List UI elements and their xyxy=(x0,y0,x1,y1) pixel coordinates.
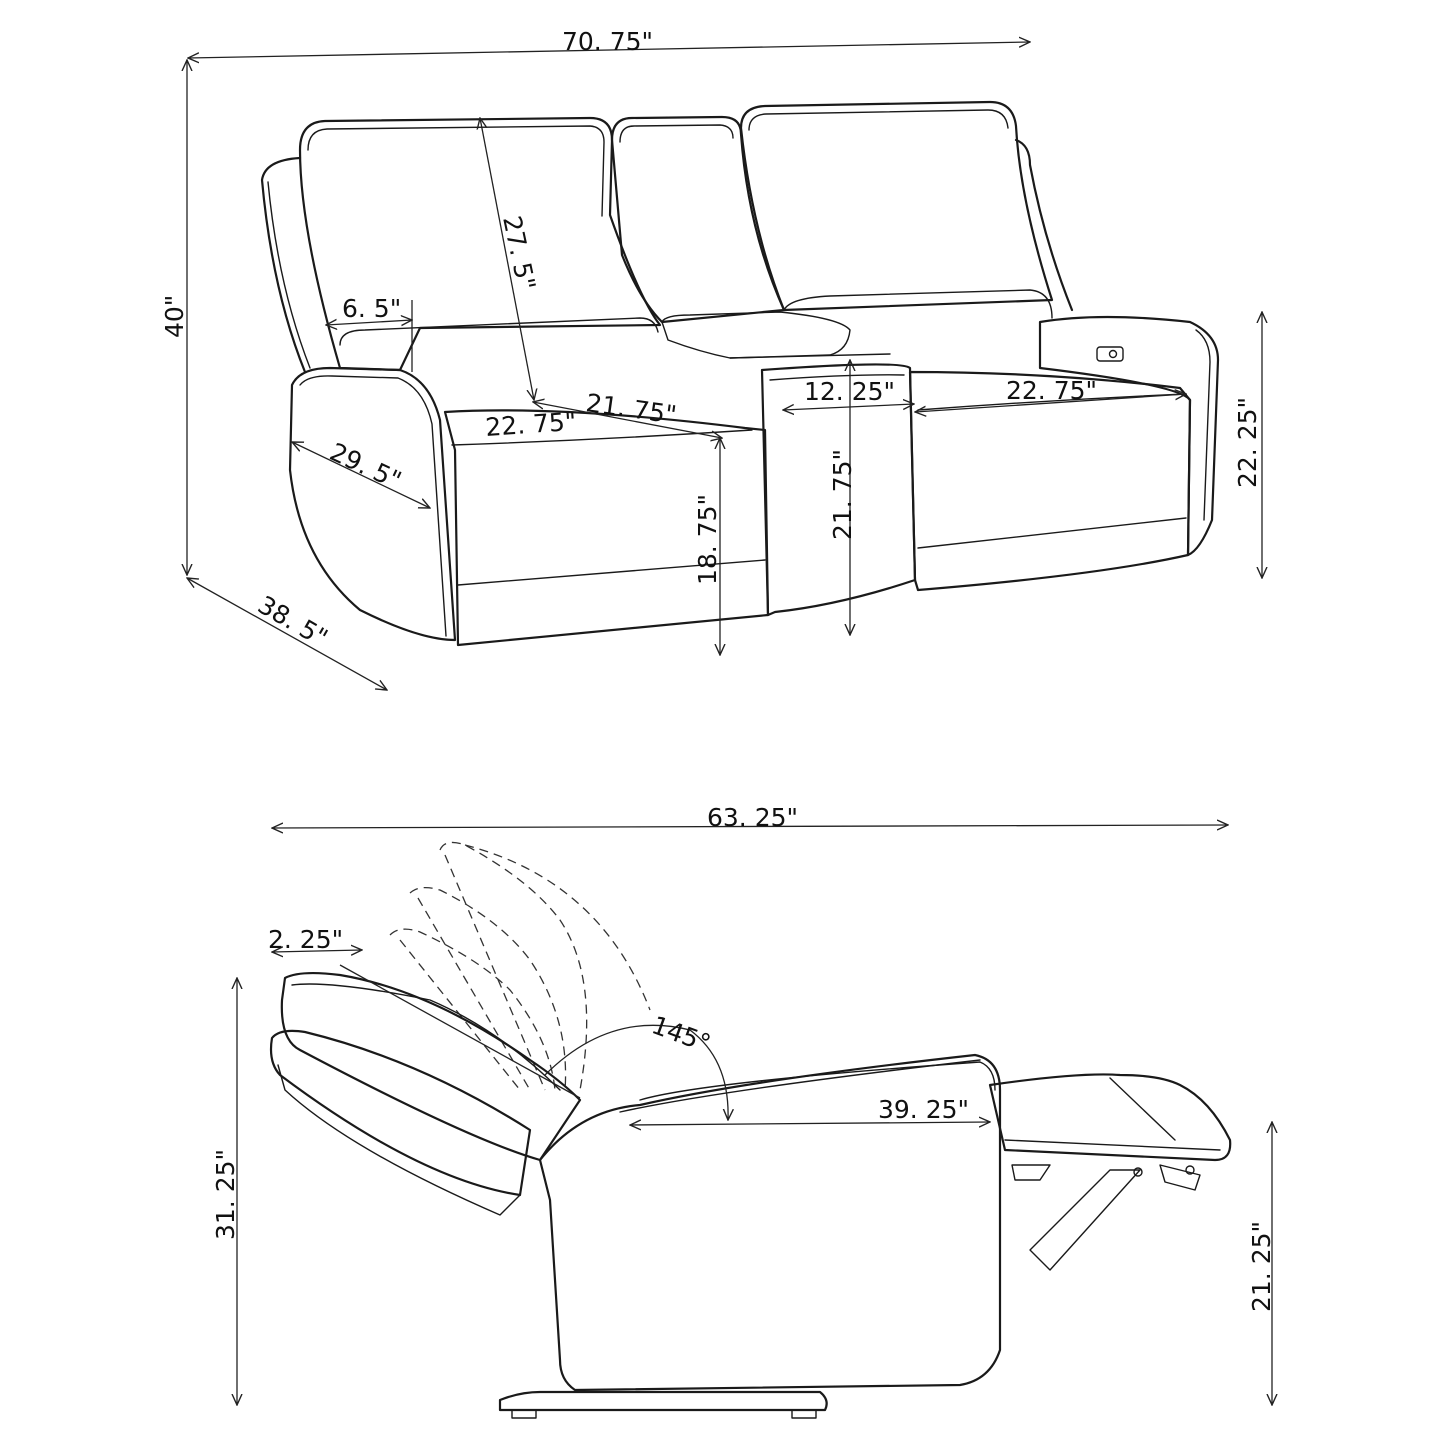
power-button-icon xyxy=(1096,346,1124,362)
side-dimension-lines xyxy=(237,825,1272,1405)
back-height-side-label: 31. 25" xyxy=(211,1149,240,1240)
seat-width-right-label: 22. 75" xyxy=(1006,376,1097,405)
side-dimension-labels: 63. 25" 2. 25" 145° 39. 25" 31. 25" 21. … xyxy=(211,803,1276,1312)
front-dimension-lines xyxy=(187,42,1262,690)
sofa-front-drawing xyxy=(260,100,1220,647)
seat-depth-left-label: 21. 75" xyxy=(584,388,678,429)
overall-width-label: 70. 75" xyxy=(562,27,653,56)
seat-to-footrest-label: 39. 25" xyxy=(878,1095,969,1124)
right-arm xyxy=(1038,315,1220,557)
footrest xyxy=(988,1073,1232,1162)
recliner-side-drawing xyxy=(269,841,1232,1419)
footrest-height-label: 21. 25" xyxy=(1247,1221,1276,1312)
overall-height-label: 40" xyxy=(160,295,189,338)
extended-length-label: 63. 25" xyxy=(707,803,798,832)
seat-height-label: 18. 75" xyxy=(693,494,722,585)
depth-label: 38. 5" xyxy=(253,590,333,653)
recline-angle-label: 145° xyxy=(648,1010,715,1058)
back-height-label: 27. 5" xyxy=(497,213,541,293)
arm-height-label: 22. 25" xyxy=(1233,397,1262,488)
wall-clearance-label: 2. 25" xyxy=(268,925,343,954)
left-back-cushion xyxy=(298,116,662,372)
right-back-cushion xyxy=(739,100,1054,312)
seat-width-left-label: 22. 75" xyxy=(484,407,577,442)
recliner-body xyxy=(538,1053,1002,1392)
arm-width-label: 6. 5" xyxy=(342,294,401,323)
console-width-label: 12. 25" xyxy=(804,377,895,406)
reclined-back xyxy=(280,971,582,1162)
console-back xyxy=(610,115,786,324)
arm-depth-label: 29. 5" xyxy=(325,437,405,495)
console-height-label: 21. 75" xyxy=(828,449,857,540)
recliner-base xyxy=(498,1390,828,1412)
left-arm xyxy=(288,366,457,642)
